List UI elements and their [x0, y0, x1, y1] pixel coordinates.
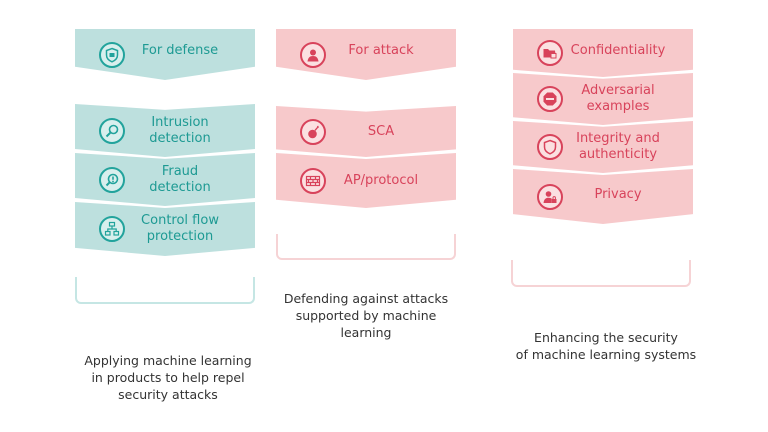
confidentiality-item: Confidentiality	[513, 29, 693, 77]
confidentiality-label: Confidentiality	[570, 43, 666, 58]
sca-item: SCA	[276, 106, 456, 157]
folder-lock-icon	[537, 40, 563, 66]
for-defense-label: For defense	[141, 42, 219, 58]
privacy-label: Privacy	[594, 186, 642, 202]
bomb-icon	[300, 118, 326, 145]
shield-badge-icon	[99, 41, 125, 68]
ap-protocol-item: AP/protocol	[276, 153, 456, 208]
flowchart-icon	[99, 216, 125, 242]
firewall-icon	[300, 167, 326, 194]
for-attack-label: For attack	[348, 42, 414, 58]
sca-label: SCA	[367, 123, 395, 139]
attack-bracket	[276, 234, 456, 260]
stop-sign-icon	[537, 86, 563, 112]
for-attack-header: For attack	[276, 29, 456, 80]
magnifier-alert-icon	[99, 166, 125, 193]
attack-column: For attack SCA AP/protocol	[276, 29, 456, 269]
hacker-icon	[300, 41, 326, 68]
magnifier-icon	[99, 117, 125, 144]
user-lock-icon	[537, 183, 563, 210]
ml-security-bracket	[511, 260, 691, 287]
privacy-item: Privacy	[513, 169, 693, 224]
shield-icon	[537, 134, 563, 160]
defense-bracket	[75, 277, 255, 304]
for-defense-header: For defense	[75, 29, 255, 80]
ap-protocol-label: AP/protocol	[343, 172, 419, 188]
